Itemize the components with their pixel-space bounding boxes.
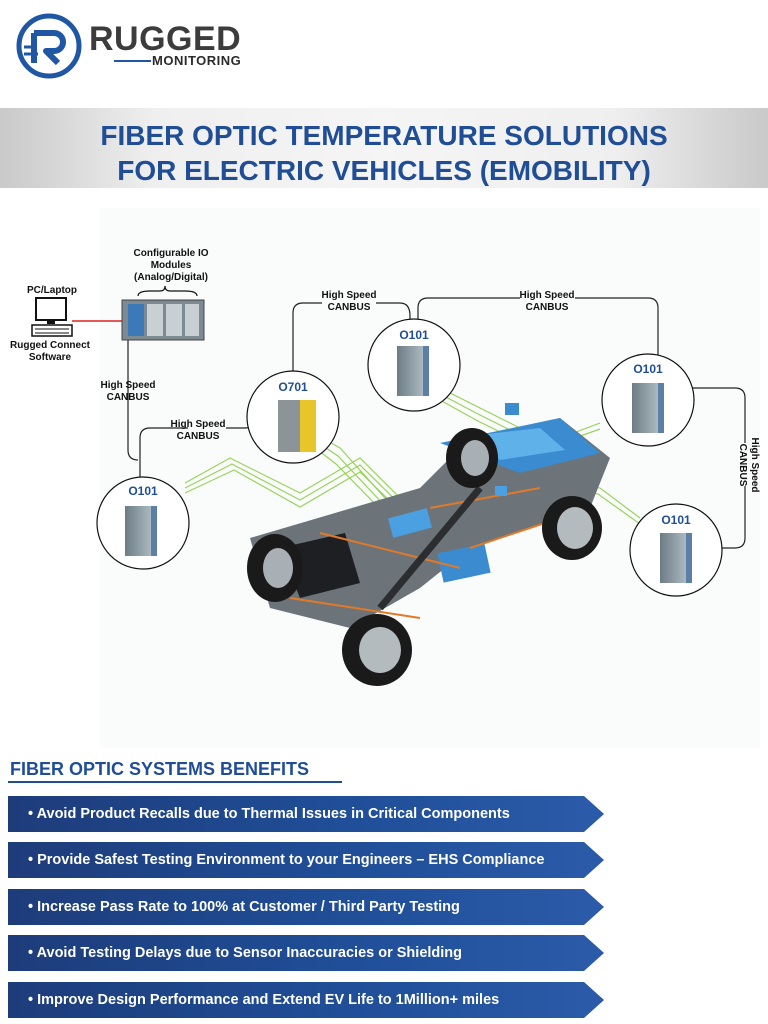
benefit-arrow-2 xyxy=(584,842,604,878)
title-banner: FIBER OPTIC TEMPERATURE SOLUTIONS FOR EL… xyxy=(0,108,768,188)
device-o101-right-label: O101 xyxy=(633,362,663,376)
canbus-label-2-line-2: CANBUS xyxy=(177,431,220,442)
io-modules-rack xyxy=(121,299,205,341)
benefit-text: • Increase Pass Rate to 100% at Customer… xyxy=(28,899,460,915)
canbus-label-1-line-2: CANBUS xyxy=(107,392,150,403)
wheel-rear-right xyxy=(542,496,602,560)
page-title: FIBER OPTIC TEMPERATURE SOLUTIONS FOR EL… xyxy=(0,118,768,188)
device-o101-right: O101 xyxy=(601,353,695,447)
wheel-front-left xyxy=(247,534,303,602)
benefits-underline xyxy=(8,781,342,783)
software-label-line-1: Rugged Connect xyxy=(10,340,91,351)
pc-label: PC/Laptop xyxy=(27,285,77,296)
canbus-label-5-line-1: High Speed xyxy=(749,437,760,492)
title-line-1: FIBER OPTIC TEMPERATURE SOLUTIONS xyxy=(100,120,668,151)
device-o701: O701 xyxy=(246,370,340,464)
device-o101-left-label: O101 xyxy=(128,484,158,498)
header: RUGGED MONITORING xyxy=(0,0,768,108)
benefit-text: • Improve Design Performance and Extend … xyxy=(28,992,500,1008)
rugged-logo-icon xyxy=(16,13,82,79)
ev-chassis-illustration xyxy=(247,403,610,686)
canbus-label-2-line-1: High Speed xyxy=(170,419,225,430)
canbus-label-5: High Speed CANBUS xyxy=(737,437,760,492)
benefit-item-1: • Avoid Product Recalls due to Thermal I… xyxy=(8,796,584,832)
canbus-label-3-line-2: CANBUS xyxy=(328,302,371,313)
device-o701-label: O701 xyxy=(278,380,308,394)
canbus-label-1-line-1: High Speed xyxy=(100,380,155,391)
io-brace xyxy=(137,285,198,297)
software-label-line-2: Software xyxy=(29,352,72,363)
io-label-line-1: Configurable IO xyxy=(134,248,209,259)
inverter-unit xyxy=(437,543,491,583)
io-label-line-3: (Analog/Digital) xyxy=(134,272,208,283)
benefit-arrow-5 xyxy=(584,982,604,1018)
io-label-line-2: Modules xyxy=(151,260,192,271)
canbus-label-4-line-1: High Speed xyxy=(519,290,574,301)
device-o101-top: O101 xyxy=(367,318,461,412)
wheel-rear-left xyxy=(446,428,498,488)
benefits-title: FIBER OPTIC SYSTEMS BENEFITS xyxy=(10,759,310,779)
benefit-arrow-3 xyxy=(584,889,604,925)
canbus-label-5-line-2: CANBUS xyxy=(737,444,748,487)
hv-cables xyxy=(289,487,591,619)
brand-subtitle: MONITORING xyxy=(152,53,242,68)
benefit-text: • Avoid Product Recalls due to Thermal I… xyxy=(28,806,510,822)
ev-system-diagram: PC/Laptop Rugged Connect Software Config… xyxy=(10,208,760,748)
benefit-item-3: • Increase Pass Rate to 100% at Customer… xyxy=(8,889,584,925)
pc-laptop-icon xyxy=(31,297,73,337)
benefit-text: • Provide Safest Testing Environment to … xyxy=(28,852,545,868)
canbus-label-4-line-2: CANBUS xyxy=(526,302,569,313)
title-line-2: FOR ELECTRIC VEHICLES (EMOBILITY) xyxy=(117,155,651,186)
benefit-text: • Avoid Testing Delays due to Sensor Ina… xyxy=(28,945,463,961)
device-o101-lower-right-label: O101 xyxy=(661,513,691,527)
benefit-item-2: • Provide Safest Testing Environment to … xyxy=(8,842,584,878)
benefit-item-5: • Improve Design Performance and Extend … xyxy=(8,982,584,1018)
benefit-item-4: • Avoid Testing Delays due to Sensor Ina… xyxy=(8,935,584,971)
wheel-front-right xyxy=(342,614,412,686)
brand-name: RUGGED xyxy=(89,20,242,58)
device-o101-lower-right: O101 xyxy=(629,503,723,597)
brand-divider xyxy=(114,60,151,62)
benefit-arrow-4 xyxy=(584,935,604,971)
benefit-arrow-1 xyxy=(584,796,604,832)
device-o101-top-label: O101 xyxy=(399,328,429,342)
canbus-label-3-line-1: High Speed xyxy=(321,290,376,301)
device-o101-left: O101 xyxy=(96,476,190,570)
